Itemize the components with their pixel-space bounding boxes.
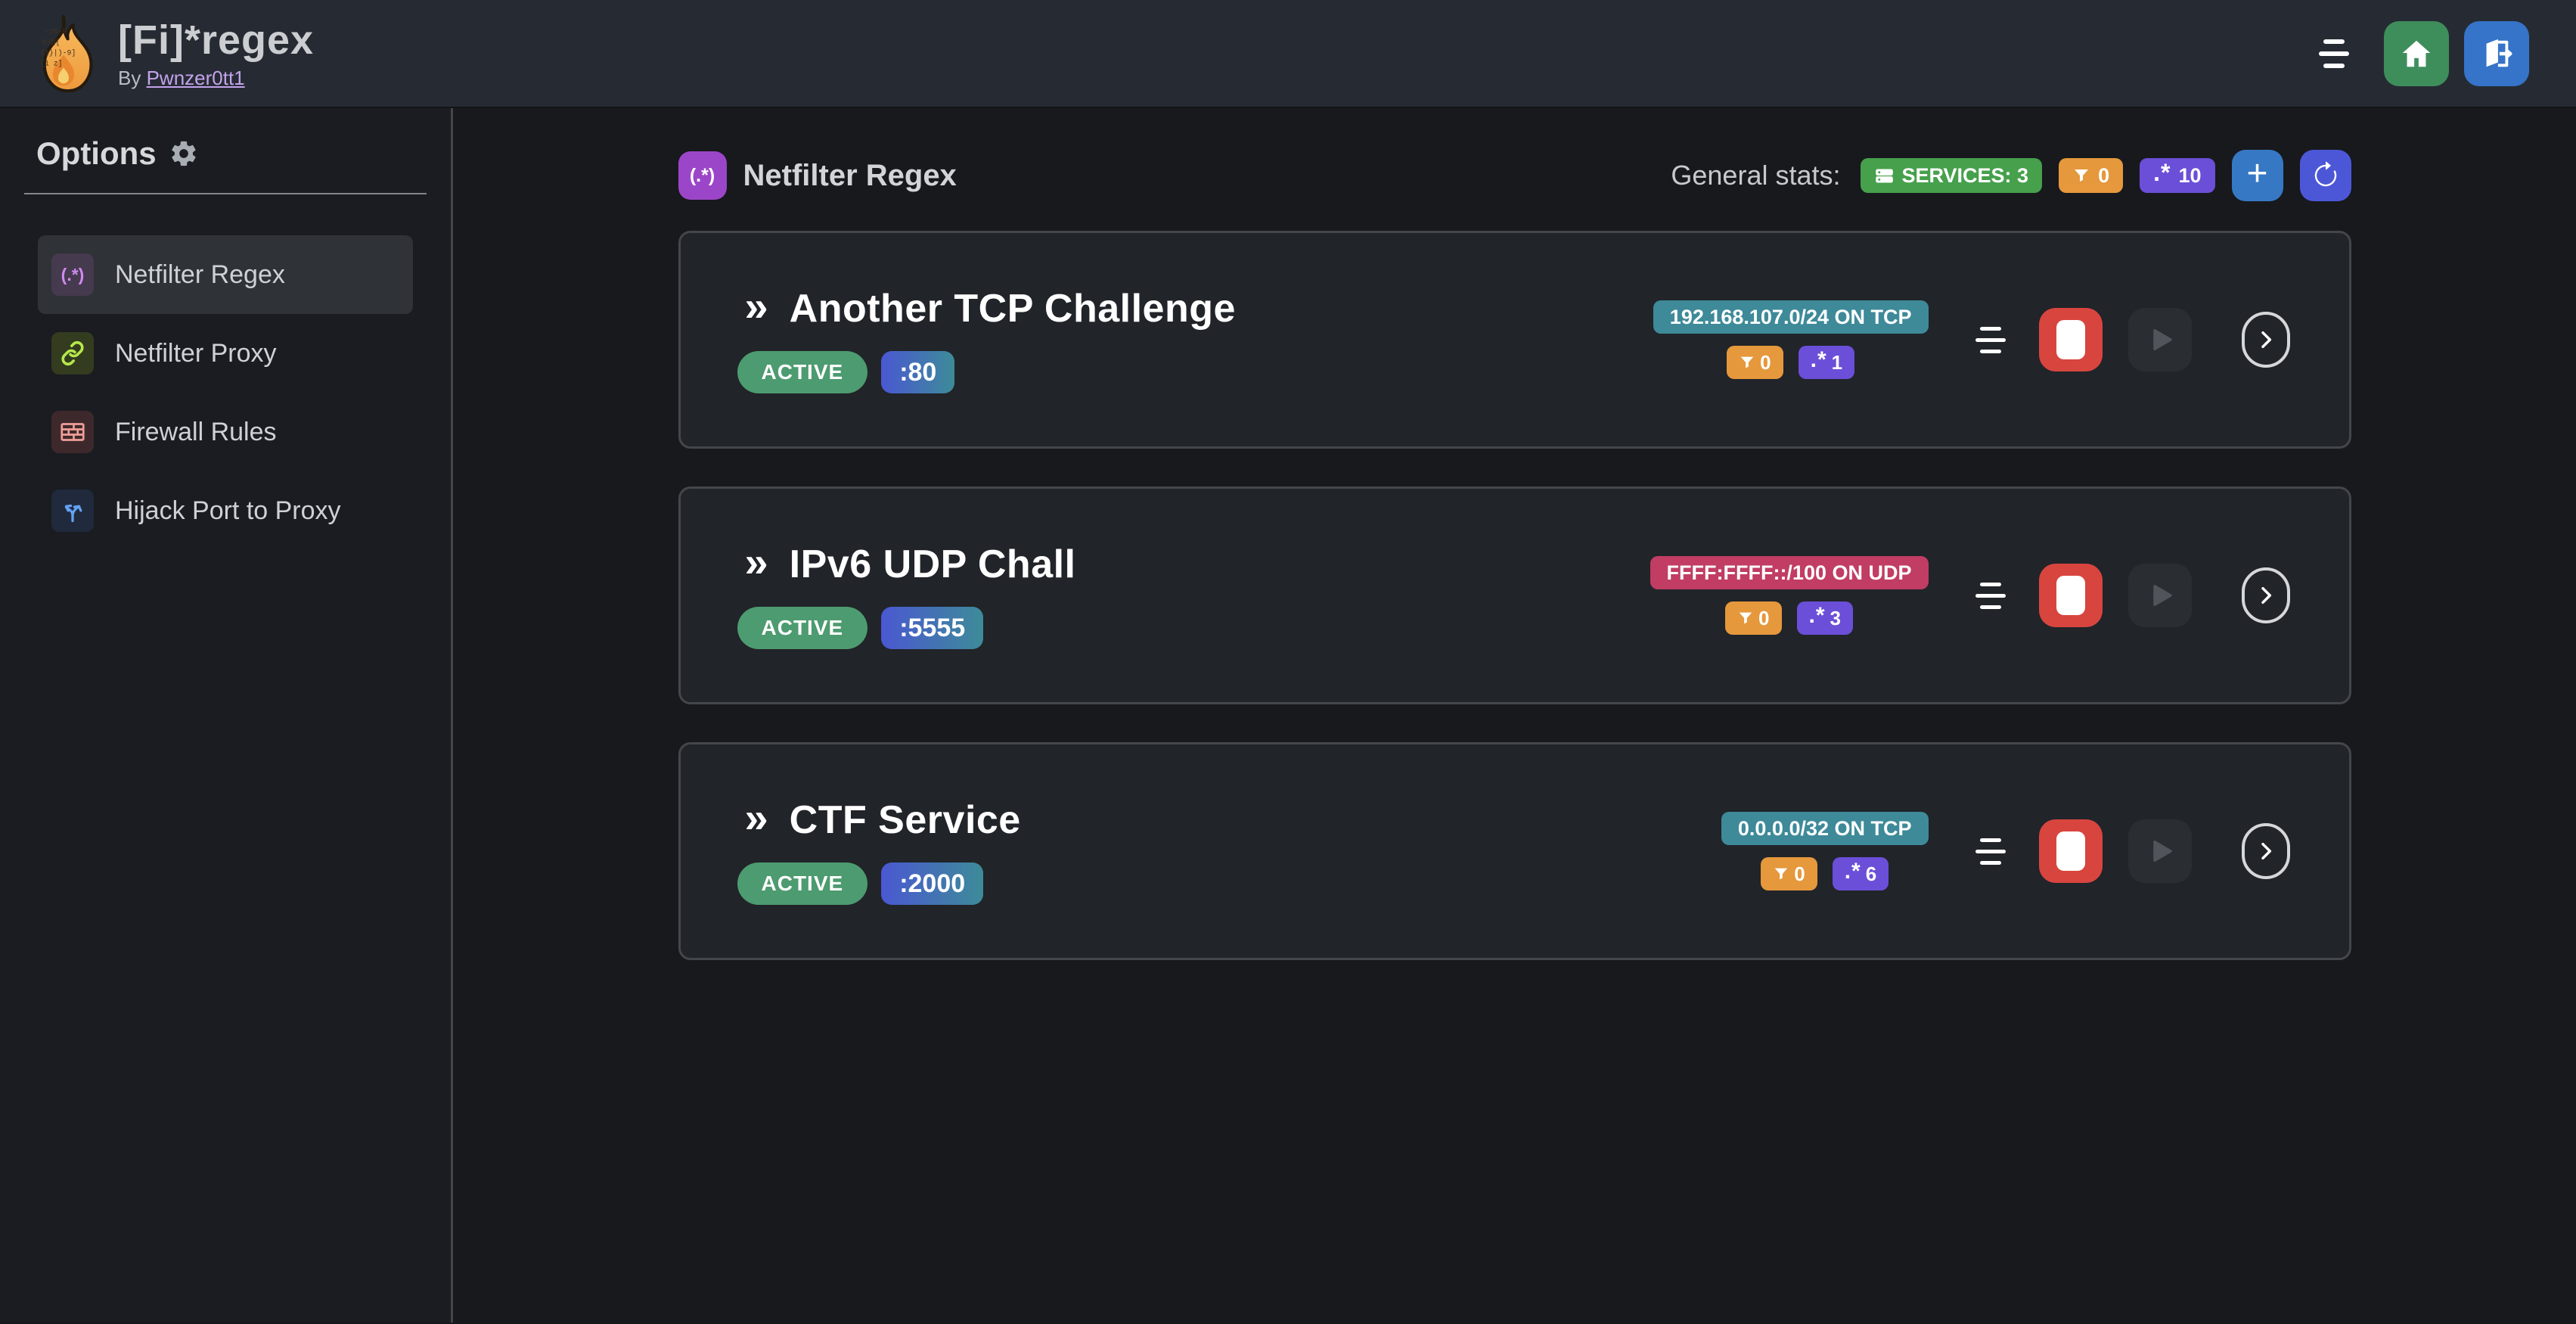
port-badge: :5555 <box>881 607 984 649</box>
play-icon <box>2144 835 2176 867</box>
double-chevron-icon: » <box>744 794 768 841</box>
service-menu-icon[interactable] <box>1975 838 2006 865</box>
target-badge: FFFF:FFFF::/100 ON UDP <box>1650 556 1929 589</box>
menu-lines-icon[interactable] <box>2319 39 2349 68</box>
sidebar-title: Options <box>36 135 451 172</box>
dot-star-icon: .* <box>1810 347 1827 372</box>
status-badge: ACTIVE <box>737 351 868 393</box>
funnel-icon <box>1739 354 1755 371</box>
refresh-button[interactable] <box>2299 150 2351 201</box>
services-count-badge: SERVICES: 3 <box>1860 158 2043 193</box>
sidebar-item-hijack-port-to-proxy[interactable]: Hijack Port to Proxy <box>38 471 413 550</box>
regex-count-badge: .* 6 <box>1832 857 1889 890</box>
service-card: » CTF Service ACTIVE :2000 0.0.0.0/32 ON… <box>678 742 2351 960</box>
start-service-button[interactable] <box>2128 308 2192 371</box>
server-stack-icon <box>1874 166 1895 186</box>
double-chevron-icon: » <box>744 282 768 330</box>
svg-text:{1 z]: {1 z] <box>40 59 62 67</box>
sidebar-item-label: Netfilter Proxy <box>115 338 277 368</box>
funnel-icon <box>1737 610 1754 626</box>
logout-button[interactable] <box>2464 20 2529 86</box>
stop-service-button[interactable] <box>2038 564 2103 627</box>
sidebar-item-firewall-rules[interactable]: Firewall Rules <box>38 393 413 471</box>
start-service-button[interactable] <box>2128 819 2192 883</box>
status-badge: ACTIVE <box>737 607 868 649</box>
sidebar-item-label: Hijack Port to Proxy <box>115 496 341 525</box>
sidebar-nav: (.*) Netfilter Regex Netfilter Proxy <box>0 235 451 550</box>
sidebar: Options (.*) Netfilter Regex Ne <box>0 108 453 1322</box>
app-title: [Fi]*regex <box>118 17 315 63</box>
main-content: (.*) Netfilter Regex General stats: <box>453 108 2576 1322</box>
section-title: Netfilter Regex <box>743 158 957 192</box>
home-button[interactable] <box>2384 20 2449 86</box>
play-icon <box>2144 580 2176 611</box>
regex-icon: (.*) <box>51 253 94 296</box>
chevron-right-icon <box>2254 839 2278 863</box>
stop-service-button[interactable] <box>2038 308 2103 371</box>
page-head: (.*) Netfilter Regex General stats: <box>678 150 2351 201</box>
play-icon <box>2144 324 2176 356</box>
service-name: IPv6 UDP Chall <box>789 542 1076 586</box>
app-byline: By Pwnzer0tt1 <box>118 67 314 90</box>
target-badge: 0.0.0.0/32 ON TCP <box>1721 812 1929 845</box>
open-service-button[interactable] <box>2241 312 2290 368</box>
refresh-icon <box>2311 161 2340 190</box>
home-icon <box>2399 36 2434 71</box>
target-badge: 192.168.107.0/24 ON TCP <box>1653 300 1929 334</box>
flame-regex-logo-icon: -z0-9 0}@[ {1}|)-9] {1 z] <box>29 14 98 93</box>
regex-count-badge: .* 3 <box>1796 601 1853 635</box>
dot-star-icon: .* <box>1844 858 1861 884</box>
regex-count-badge: .* 10 <box>2140 158 2215 193</box>
filters-count-badge: 0 <box>1727 346 1783 379</box>
open-service-button[interactable] <box>2241 567 2290 623</box>
port-badge: :80 <box>881 351 955 393</box>
regex-section-icon: (.*) <box>678 151 727 200</box>
service-card: » IPv6 UDP Chall ACTIVE :5555 FFFF:FFFF:… <box>678 486 2351 704</box>
service-name: Another TCP Challenge <box>789 287 1236 331</box>
chevron-right-icon <box>2254 328 2278 352</box>
svg-text:0}@[: 0}@[ <box>42 38 61 46</box>
start-service-button[interactable] <box>2128 564 2192 627</box>
split-arrows-icon <box>51 490 94 532</box>
chain-link-icon <box>51 332 94 375</box>
port-badge: :2000 <box>881 862 984 905</box>
funnel-icon <box>1773 866 1789 882</box>
service-menu-icon[interactable] <box>1975 582 2006 609</box>
filters-count-badge: 0 <box>2059 158 2124 193</box>
stop-service-button[interactable] <box>2038 819 2103 883</box>
filters-count-badge: 0 <box>1761 857 1817 890</box>
stop-icon <box>2056 576 2085 615</box>
sidebar-item-netfilter-proxy[interactable]: Netfilter Proxy <box>38 314 413 393</box>
service-card: » Another TCP Challenge ACTIVE :80 192.1… <box>678 231 2351 449</box>
general-stats-label: General stats: <box>1671 160 1841 191</box>
svg-text:-z0-9: -z0-9 <box>45 27 67 36</box>
sidebar-title-label: Options <box>36 135 157 171</box>
chevron-right-icon <box>2254 583 2278 608</box>
double-chevron-icon: » <box>744 538 768 586</box>
sidebar-item-label: Netfilter Regex <box>115 260 285 289</box>
gear-icon <box>169 138 199 169</box>
stop-icon <box>2056 831 2085 871</box>
regex-count-badge: .* 1 <box>1798 346 1855 379</box>
dot-star-icon: .* <box>1808 602 1826 628</box>
stop-icon <box>2056 320 2085 359</box>
add-service-button[interactable]: + <box>2231 150 2283 201</box>
svg-text:{1}|)-9]: {1}|)-9] <box>40 48 76 57</box>
service-name: CTF Service <box>789 798 1021 842</box>
app-header: -z0-9 0}@[ {1}|)-9] {1 z] [Fi]*regex By … <box>0 0 2576 108</box>
logout-door-icon <box>2479 36 2514 71</box>
dot-star-icon: .* <box>2153 159 2171 186</box>
filters-count-badge: 0 <box>1725 601 1782 635</box>
funnel-icon <box>2072 166 2090 185</box>
brick-wall-icon <box>51 411 94 453</box>
sidebar-item-netfilter-regex[interactable]: (.*) Netfilter Regex <box>38 235 413 314</box>
service-menu-icon[interactable] <box>1975 326 2006 353</box>
byline-prefix: By <box>118 67 141 89</box>
author-link[interactable]: Pwnzer0tt1 <box>146 67 245 89</box>
sidebar-divider <box>24 193 427 194</box>
open-service-button[interactable] <box>2241 823 2290 879</box>
status-badge: ACTIVE <box>737 862 868 905</box>
sidebar-item-label: Firewall Rules <box>115 417 277 446</box>
